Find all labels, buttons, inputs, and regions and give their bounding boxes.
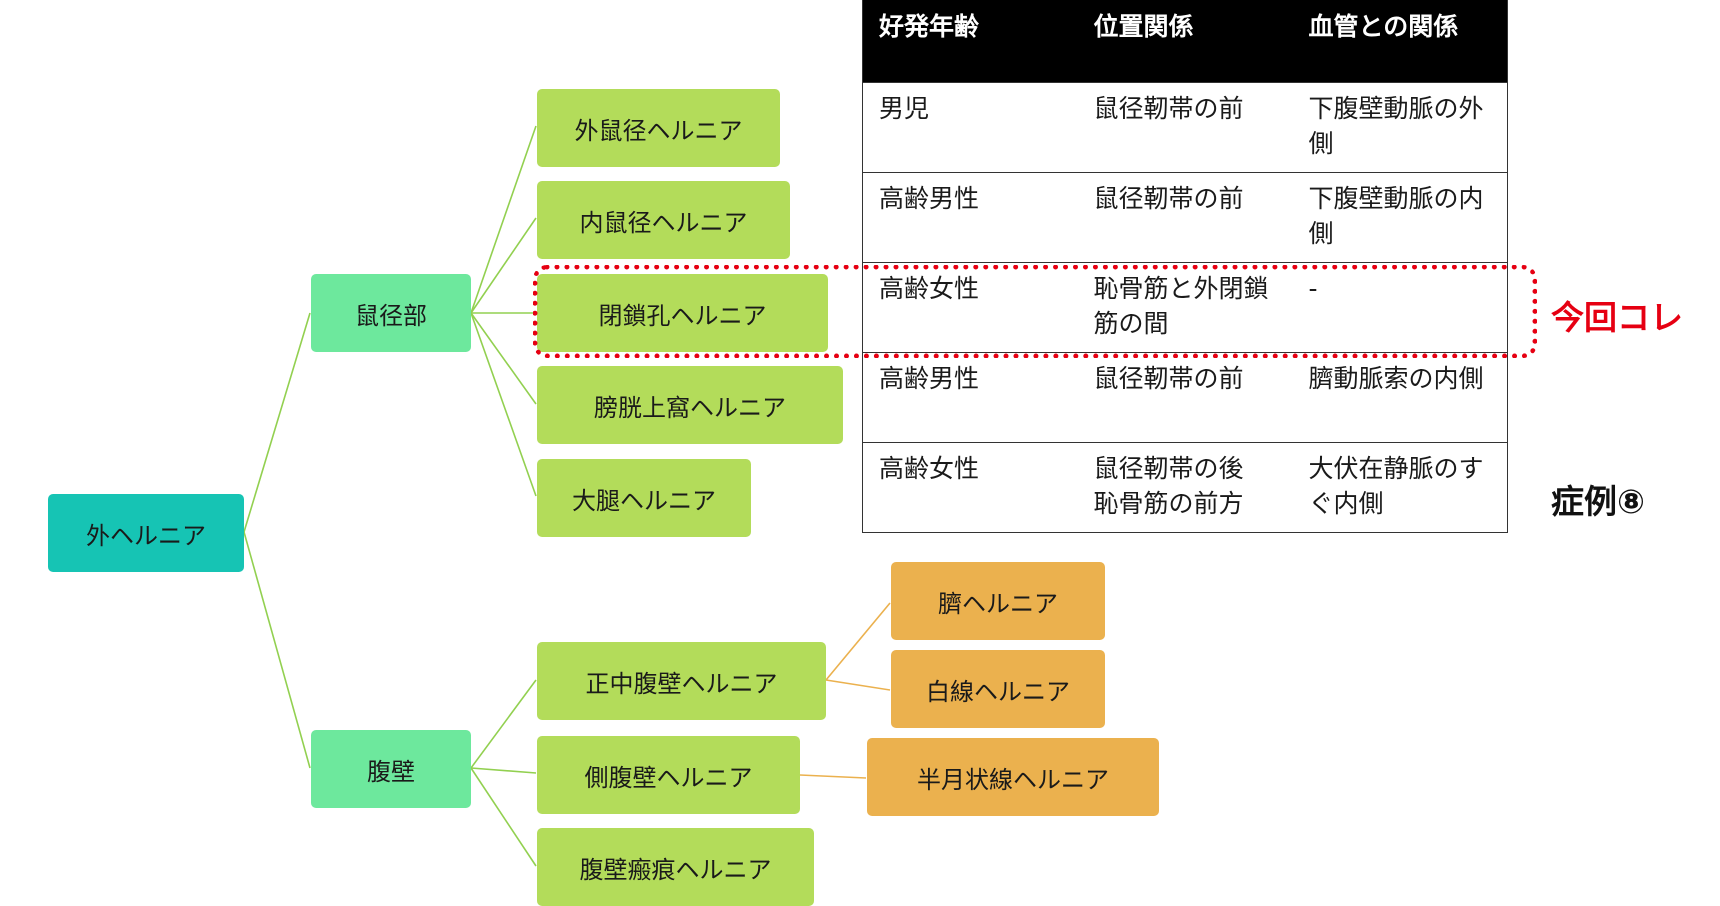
cell-vessel-relation: - <box>1292 261 1508 352</box>
connector-abdominal-incisional <box>470 767 537 867</box>
header-position: 位置関係 <box>1077 0 1293 82</box>
connector-groin-direct <box>470 217 537 314</box>
connector-root-groin <box>243 312 311 533</box>
cell-vessel-relation: 下腹壁動脈の内側 <box>1292 171 1508 262</box>
connector-abdominal-median <box>470 679 537 769</box>
table-header-row: 好発年齢 位置関係 血管との関係 <box>862 0 1508 82</box>
connector-lateral-spigelian <box>799 774 867 779</box>
linea-alba-hernia-node: 白線ヘルニア <box>891 650 1105 728</box>
table-row: 高齢女性 恥骨筋と外閉鎖筋の間 - <box>862 261 1508 352</box>
cell-position: 鼠径靭帯の前 <box>1077 351 1293 442</box>
connector-groin-supravesical <box>470 312 537 405</box>
cell-onset-age: 高齢女性 <box>862 441 1078 532</box>
abdominal-wall-node: 腹壁 <box>311 730 471 808</box>
table-row: 男児 鼠径靭帯の前 下腹壁動脈の外側 <box>862 81 1508 172</box>
indirect-inguinal-hernia-node: 外鼠径ヘルニア <box>537 89 780 167</box>
direct-inguinal-hernia-node: 内鼠径ヘルニア <box>537 181 790 259</box>
cell-onset-age: 男児 <box>862 81 1078 172</box>
connector-abdominal-lateral <box>470 767 537 774</box>
root-node: 外ヘルニア <box>48 494 244 572</box>
connector-root-abdominal <box>243 531 311 769</box>
supravesical-hernia-node: 膀胱上窩ヘルニア <box>537 366 843 444</box>
connector-median-linea-alba <box>825 679 891 691</box>
cell-position: 恥骨筋と外閉鎖筋の間 <box>1077 261 1293 352</box>
hernia-comparison-table: 好発年齢 位置関係 血管との関係 男児 鼠径靭帯の前 下腹壁動脈の外側 高齢男性… <box>862 0 1508 533</box>
table-row: 高齢男性 鼠径靭帯の前 臍動脈索の内側 <box>862 351 1508 442</box>
cell-onset-age: 高齢男性 <box>862 351 1078 442</box>
cell-vessel-relation: 大伏在静脈のすぐ内側 <box>1292 441 1508 532</box>
header-vessel-relation: 血管との関係 <box>1292 0 1508 82</box>
current-case-highlight-box <box>533 265 1537 358</box>
cell-vessel-relation: 下腹壁動脈の外側 <box>1292 81 1508 172</box>
connector-median-umbilical <box>825 602 891 681</box>
cell-onset-age: 高齢女性 <box>862 261 1078 352</box>
lateral-ventral-hernia-node: 側腹壁ヘルニア <box>537 736 800 814</box>
current-case-label: 今回コレ <box>1551 298 1683 337</box>
umbilical-hernia-node: 臍ヘルニア <box>891 562 1105 640</box>
header-onset-age: 好発年齢 <box>862 0 1078 82</box>
incisional-hernia-node: 腹壁瘢痕ヘルニア <box>537 828 814 906</box>
groin-node: 鼠径部 <box>311 274 471 352</box>
cell-onset-age: 高齢男性 <box>862 171 1078 262</box>
median-ventral-hernia-node: 正中腹壁ヘルニア <box>537 642 826 720</box>
cell-position: 鼠径靭帯の前 <box>1077 171 1293 262</box>
obturator-hernia-node: 閉鎖孔ヘルニア <box>537 274 828 352</box>
femoral-hernia-node: 大腿ヘルニア <box>537 459 751 537</box>
cell-position: 鼠径靭帯の後 恥骨筋の前方 <box>1077 441 1293 532</box>
case-number-label: 症例⑧ <box>1551 482 1645 521</box>
connector-groin-indirect <box>470 125 537 314</box>
connector-groin-femoral <box>470 312 537 497</box>
cell-position: 鼠径靭帯の前 <box>1077 81 1293 172</box>
cell-vessel-relation: 臍動脈索の内側 <box>1292 351 1508 442</box>
table-row: 高齢男性 鼠径靭帯の前 下腹壁動脈の内側 <box>862 171 1508 262</box>
spigelian-hernia-node: 半月状線ヘルニア <box>867 738 1159 816</box>
table-row: 高齢女性 鼠径靭帯の後 恥骨筋の前方 大伏在静脈のすぐ内側 <box>862 441 1508 532</box>
